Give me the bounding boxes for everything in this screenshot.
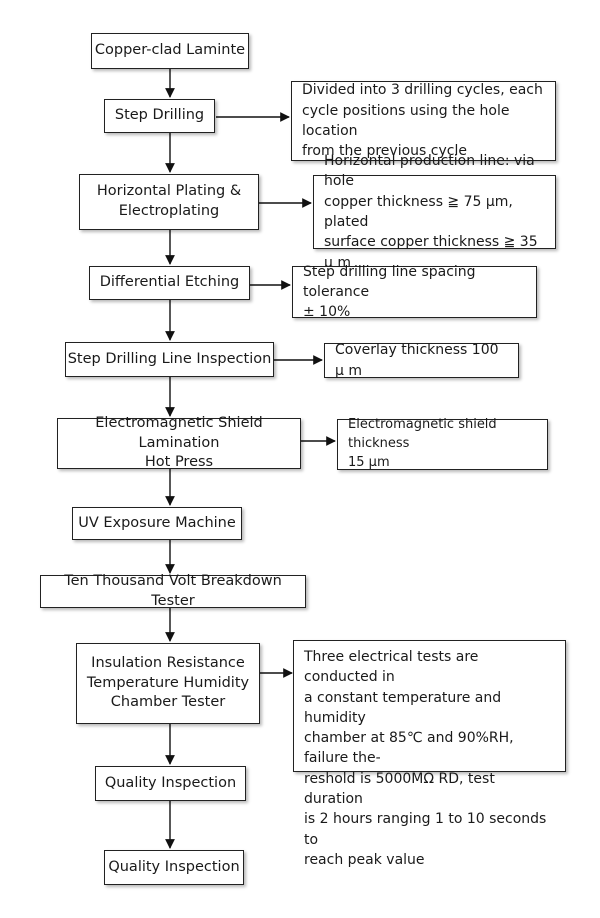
note-electromagnetic-shield: Electromagnetic shield thickness 15 μm bbox=[337, 417, 548, 470]
step-quality-inspection-2: Quality Inspection bbox=[104, 850, 244, 885]
step-breakdown-tester: Ten Thousand Volt Breakdown Tester bbox=[40, 573, 306, 609]
step-step-drilling-line-inspection: Step Drilling Line Inspection bbox=[65, 342, 274, 377]
note-horizontal-plating: Horizontal production line: via hole cop… bbox=[313, 153, 556, 271]
step-step-drilling: Step Drilling bbox=[104, 99, 215, 133]
step-copper-clad-laminate: Copper-clad Laminte bbox=[91, 33, 249, 69]
note-differential-etching: Step drilling line spacing tolerance ± 1… bbox=[292, 264, 537, 320]
step-quality-inspection-1: Quality Inspection bbox=[95, 766, 246, 801]
note-step-drilling: Divided into 3 drilling cycles, each cyc… bbox=[291, 81, 556, 161]
step-electromagnetic-shield-lamination: Electromagnetic Shield Lamination Hot Pr… bbox=[57, 415, 301, 470]
step-horizontal-plating: Horizontal Plating & Electroplating bbox=[79, 174, 259, 230]
note-step-drilling-line-inspection: Coverlay thickness 100 μ m bbox=[324, 342, 519, 379]
note-insulation-resistance: Three electrical tests are conducted in … bbox=[293, 640, 566, 868]
step-insulation-resistance-tester: Insulation Resistance Temperature Humidi… bbox=[76, 643, 260, 724]
step-uv-exposure-machine: UV Exposure Machine bbox=[72, 507, 242, 540]
step-differential-etching: Differential Etching bbox=[89, 266, 250, 300]
